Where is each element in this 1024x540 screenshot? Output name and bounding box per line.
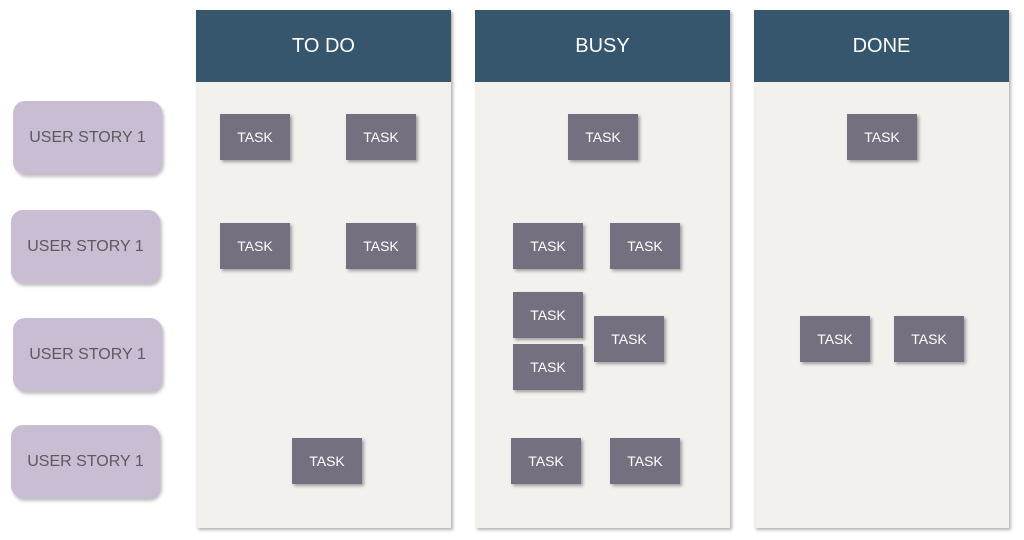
column-header: BUSY — [475, 10, 730, 82]
task-card[interactable]: TASK — [511, 438, 581, 484]
task-card[interactable]: TASK — [610, 223, 680, 269]
column-header: TO DO — [196, 10, 451, 82]
user-story-card[interactable]: USER STORY 1 — [11, 425, 160, 498]
task-card[interactable]: TASK — [513, 292, 583, 338]
task-card[interactable]: TASK — [513, 344, 583, 390]
task-card[interactable]: TASK — [610, 438, 680, 484]
task-card[interactable]: TASK — [513, 223, 583, 269]
task-card[interactable]: TASK — [220, 114, 290, 160]
task-card[interactable]: TASK — [894, 316, 964, 362]
task-card[interactable]: TASK — [346, 114, 416, 160]
task-card[interactable]: TASK — [346, 223, 416, 269]
task-card[interactable]: TASK — [568, 114, 638, 160]
user-story-card[interactable]: USER STORY 1 — [11, 210, 160, 283]
task-card[interactable]: TASK — [292, 438, 362, 484]
task-card[interactable]: TASK — [220, 223, 290, 269]
column-header: DONE — [754, 10, 1009, 82]
task-card[interactable]: TASK — [594, 316, 664, 362]
task-card[interactable]: TASK — [800, 316, 870, 362]
column-done: DONE — [754, 10, 1009, 528]
task-card[interactable]: TASK — [847, 114, 917, 160]
user-story-card[interactable]: USER STORY 1 — [13, 318, 162, 391]
user-story-card[interactable]: USER STORY 1 — [13, 101, 162, 174]
